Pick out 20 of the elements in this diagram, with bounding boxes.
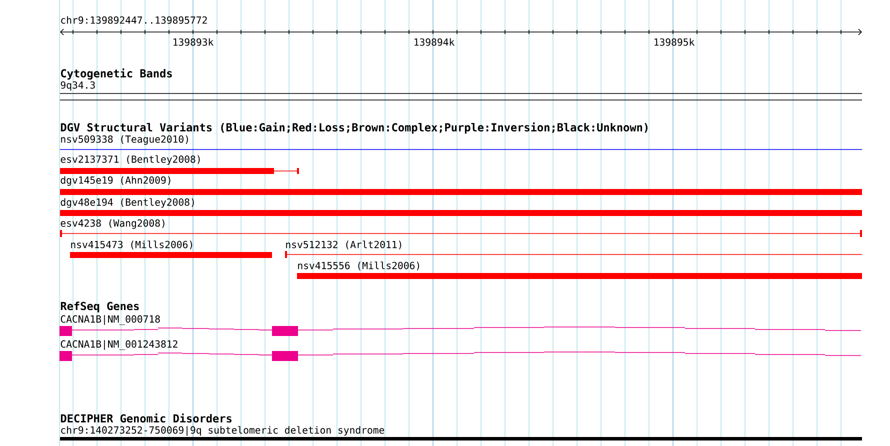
feature-label: nsv509338 (Teague2010)	[61, 135, 188, 145]
track-title: DECIPHER Genomic Disorders	[60, 413, 232, 423]
feature-label: esv2137371 (Bentley2008)	[60, 155, 200, 165]
coordinate-label: chr9:139892447..139895772	[61, 16, 207, 24]
feature-label: 9q34.3	[60, 81, 95, 91]
tick-label: 139893k	[174, 38, 214, 46]
feature-label: nsv415556 (Mills2006)	[298, 262, 420, 270]
feature-label: nsv415473 (Mills2006)	[71, 240, 192, 250]
feature-label: dgv145e19 (Ahn2009)	[60, 176, 170, 186]
tick-label: 139894k	[414, 38, 454, 46]
feature-label: CACNA1B|NM_000718	[60, 315, 160, 325]
track-title: RefSeq Genes	[60, 302, 139, 312]
feature-label: dgv48e194 (Bentley2008)	[60, 198, 194, 208]
feature-label: esv4238 (Wang2008)	[60, 219, 164, 229]
track-title: Cytogenetic Bands	[61, 68, 172, 80]
track-title: DGV Structural Variants (Blue:Gain;Red:Loss;Brown:Complex;Purple:Inversion;Black:Unknown)	[60, 122, 648, 134]
feature-label: nsv512132 (Arlt2011)	[286, 240, 402, 250]
feature-label: chr9:140273252-750069|9q subtelomeric deletion syndrome	[61, 426, 384, 436]
feature-label: CACNA1B|NM_001243812	[60, 340, 178, 350]
tick-label: 139895k	[654, 38, 694, 46]
